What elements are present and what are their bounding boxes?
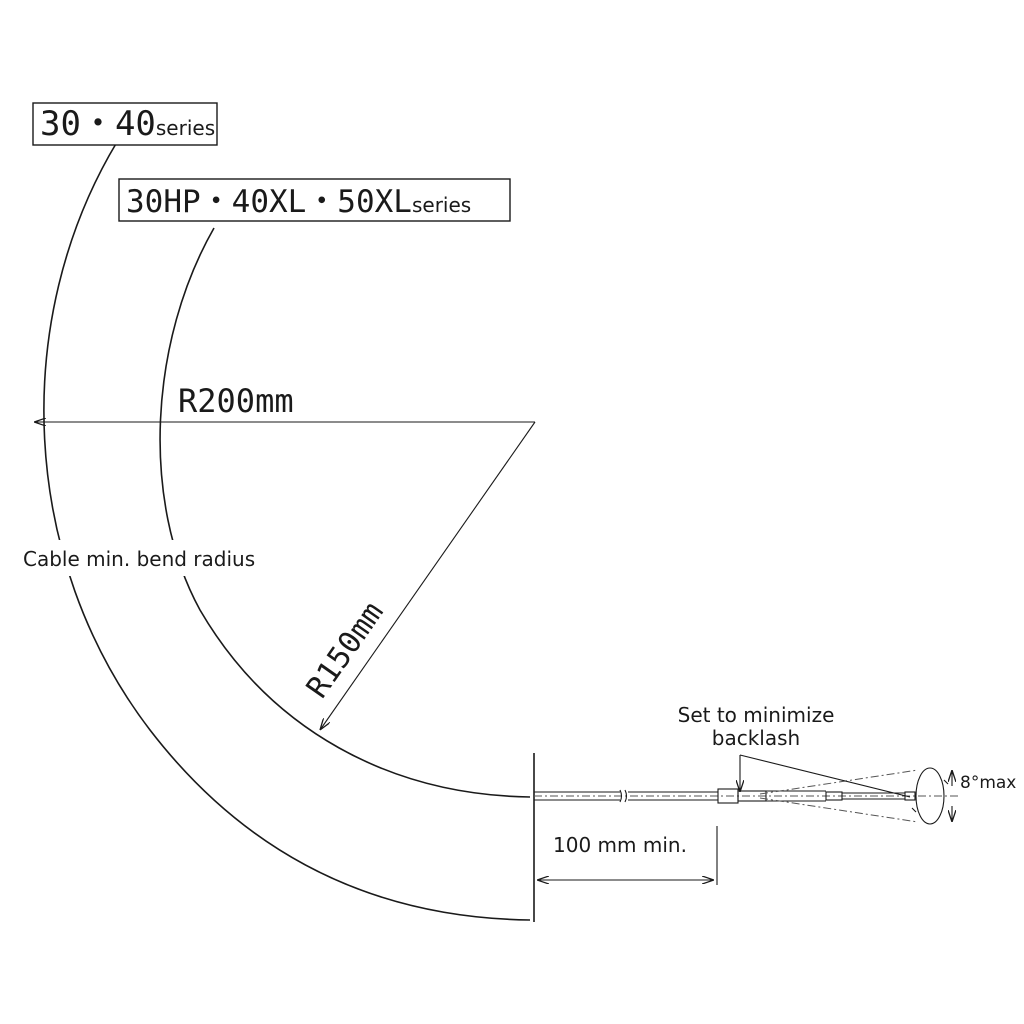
min-length-label: 100 mm min. — [553, 833, 687, 857]
backlash-label-line2: backlash — [712, 726, 800, 750]
r150-label: R150mm — [300, 596, 391, 705]
cable-rod-end — [825, 791, 843, 801]
cable-swivel-sleeve — [737, 790, 767, 802]
max-angle-label: 8°max — [960, 773, 1016, 793]
series-a-label-box — [32, 102, 218, 146]
inner-bend-arc — [159, 227, 531, 798]
bend-radius-label: Cable min. bend radius — [23, 547, 255, 571]
series-a-label: 30・40series — [40, 104, 215, 144]
outer-bend-arc — [43, 141, 531, 921]
r200-label: R200mm — [178, 382, 294, 420]
series-b-label-box — [118, 178, 511, 222]
angle-envelope-upper — [759, 769, 919, 795]
backlash-label-line1: Set to minimize — [678, 703, 835, 727]
rotation-ellipse — [915, 767, 945, 825]
r150-dimension-line — [320, 421, 536, 730]
angle-envelope-lower — [759, 797, 919, 823]
series-b-label: 30HP・40XL・50XLseries — [126, 184, 471, 220]
backlash-leader-line — [739, 754, 911, 798]
cable-break-symbol — [619, 789, 628, 803]
